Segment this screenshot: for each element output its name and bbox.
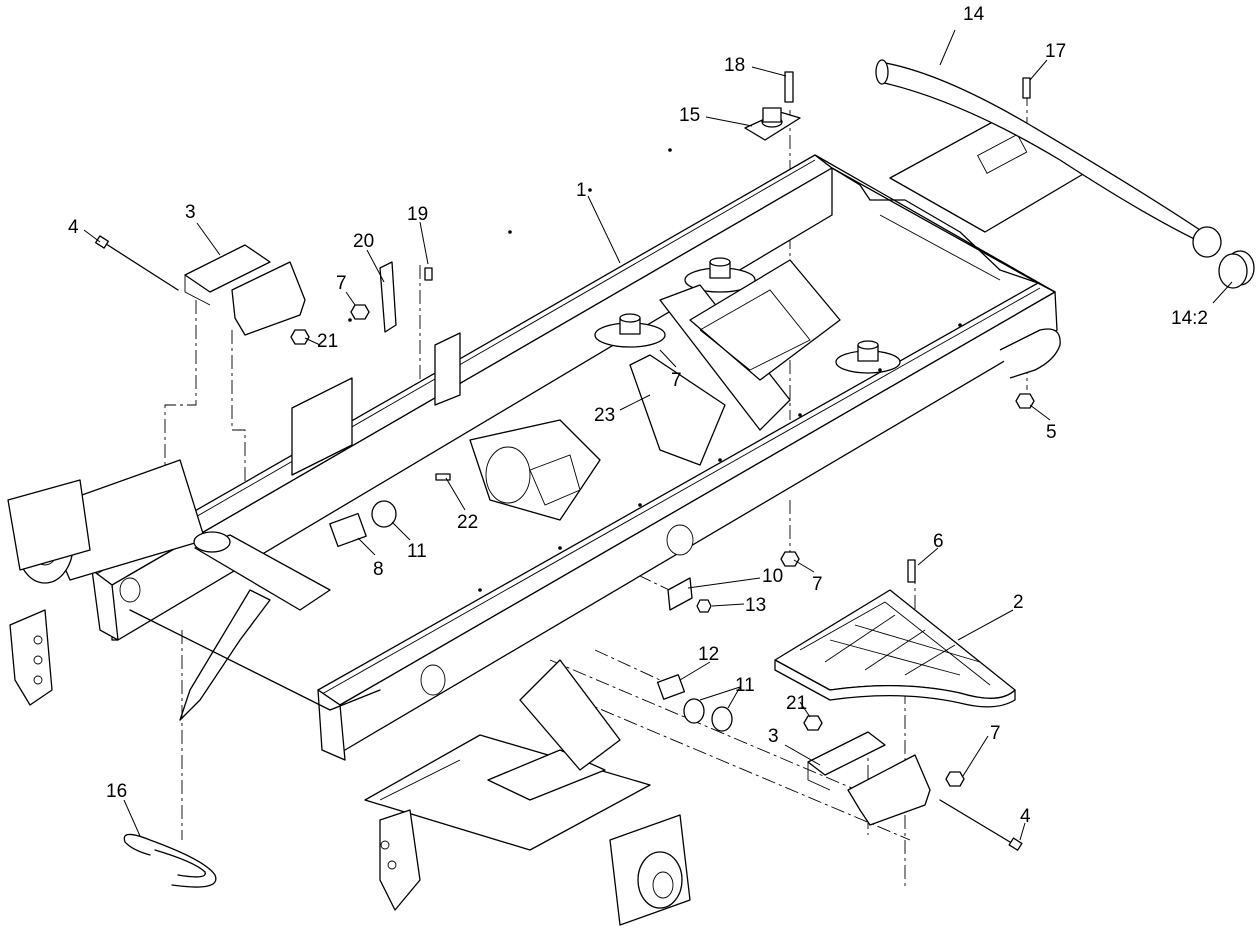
nut-21-lower <box>803 715 823 731</box>
clip-10 <box>667 577 693 611</box>
callout-2: 2 <box>1013 592 1024 613</box>
callout-3-lower: 3 <box>768 726 779 747</box>
main-frame <box>7 117 1091 926</box>
side-access-plate <box>291 377 353 476</box>
callout-labels: 1 2 3 3 4 4 5 6 7 7 7 7 8 10 11 11 12 13… <box>68 4 1208 827</box>
bolt-6 <box>907 559 916 583</box>
nut-7-lower <box>945 771 965 787</box>
rear-handle-tube <box>875 59 1222 258</box>
callout-7-upper: 7 <box>336 273 347 294</box>
frame-holes <box>119 148 962 696</box>
callout-21-lower: 21 <box>786 693 807 714</box>
hinge-bolt-lower <box>939 799 1016 846</box>
callout-15: 15 <box>679 105 700 126</box>
callout-23: 23 <box>594 405 615 426</box>
front-axle-tube <box>7 459 206 706</box>
callout-12: 12 <box>698 644 719 665</box>
bolt-17 <box>1022 77 1031 99</box>
callout-14-2: 14:2 <box>1171 308 1208 329</box>
callout-18: 18 <box>724 55 745 76</box>
storage-hook-16 <box>123 833 217 888</box>
footrest-plate <box>774 589 1016 708</box>
callout-20: 20 <box>353 231 374 252</box>
nut-7-mid <box>780 551 800 567</box>
harness-clip-bracket <box>379 261 397 333</box>
callout-3-upper: 3 <box>185 202 196 223</box>
hardware-items <box>290 71 1035 787</box>
plug-11-mid <box>683 698 705 724</box>
callout-13: 13 <box>745 595 766 616</box>
callout-14: 14 <box>963 4 985 25</box>
callout-11-lower: 11 <box>735 675 755 696</box>
callout-22: 22 <box>457 512 478 533</box>
callout-11-upper: 11 <box>407 541 427 562</box>
lower-brace <box>179 589 271 721</box>
plug-8 <box>329 512 367 548</box>
callout-16: 16 <box>106 781 127 802</box>
seat-bracket-23 <box>629 354 726 466</box>
callout-4-upper: 4 <box>68 217 79 238</box>
callout-17: 17 <box>1045 41 1066 62</box>
rear-bumper-bar <box>999 328 1061 379</box>
bolt-19 <box>424 267 433 281</box>
callout-5: 5 <box>1046 422 1057 443</box>
hinge-bracket-upper <box>184 244 306 336</box>
callout-1: 1 <box>576 180 587 201</box>
front-left-end-plate <box>91 569 119 641</box>
plug-11-upper <box>371 500 397 528</box>
plug-12 <box>656 674 686 700</box>
bolt-18 <box>784 71 794 103</box>
hinge-bracket-lower <box>807 731 931 826</box>
nut-21-upper <box>290 329 310 345</box>
callout-21-upper: 21 <box>317 331 338 352</box>
nut-13 <box>696 599 712 613</box>
plug-11-low <box>711 706 733 732</box>
rear-drive-mount <box>364 659 691 926</box>
upper-mount-tab <box>434 332 461 406</box>
callout-7-lower-right: 7 <box>990 723 1001 744</box>
callout-7-mid: 7 <box>671 370 682 391</box>
nut-5 <box>1015 393 1035 409</box>
loose-isolator-mount <box>744 107 801 141</box>
seat-isolator-mounts <box>594 257 901 374</box>
callout-7-bottom-center: 7 <box>812 574 823 595</box>
callout-8: 8 <box>373 559 384 580</box>
callout-4-lower: 4 <box>1020 806 1031 827</box>
callout-6: 6 <box>933 531 944 552</box>
hinge-bolt-upper <box>102 241 179 291</box>
leader-lines <box>83 29 1233 841</box>
callout-10: 10 <box>762 566 783 587</box>
nut-7-upper <box>350 304 370 320</box>
bolt-22 <box>435 473 451 481</box>
callout-19: 19 <box>407 204 428 225</box>
tube-end-cap <box>1218 250 1255 289</box>
